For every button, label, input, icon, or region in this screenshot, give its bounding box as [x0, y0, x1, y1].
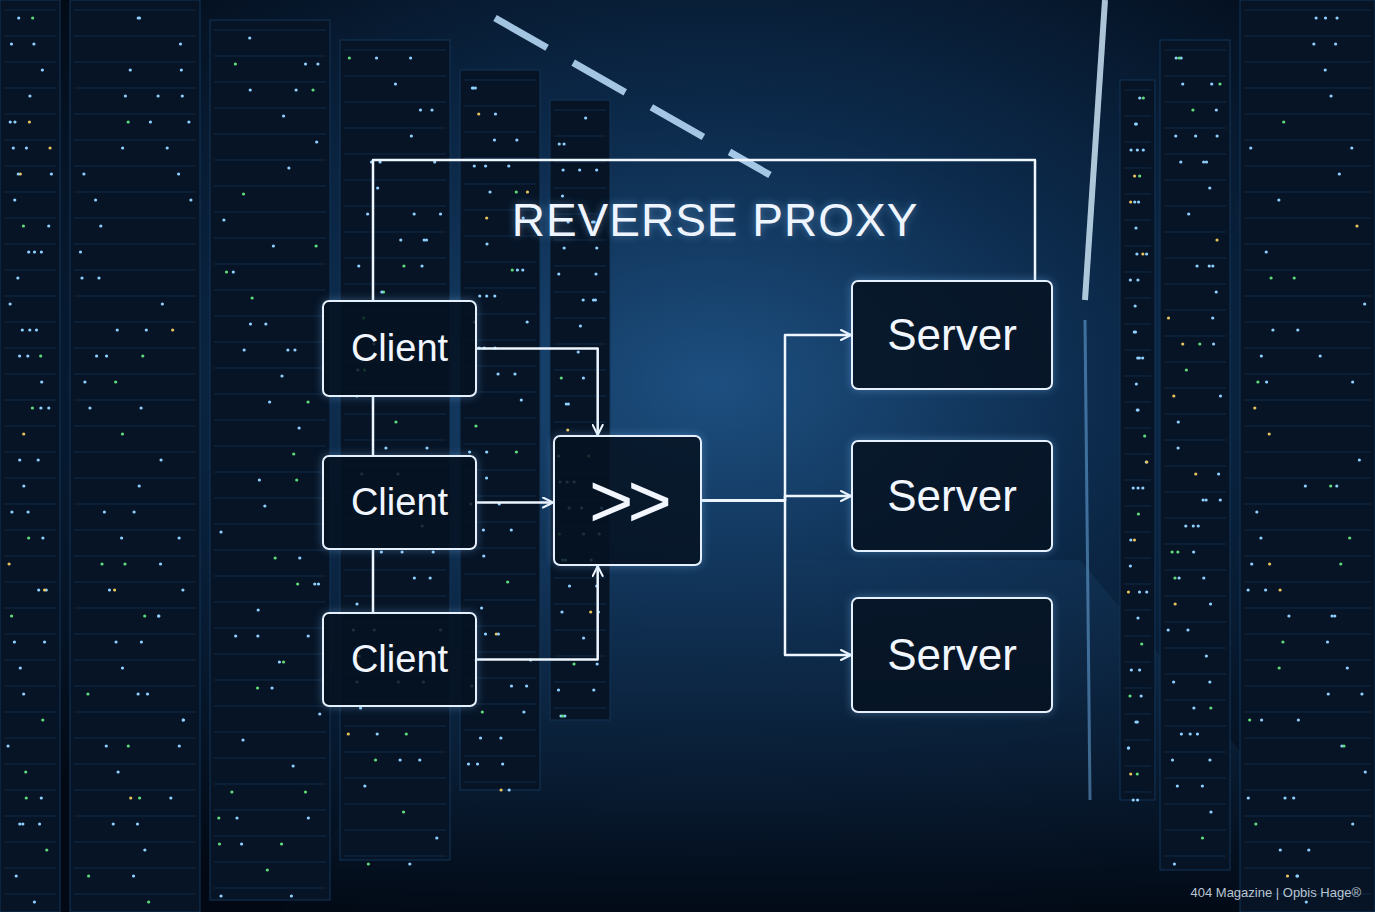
- flow-arrow: [477, 566, 598, 660]
- client-box: Client: [322, 612, 477, 707]
- diagram-title: REVERSE PROXY: [440, 193, 990, 247]
- proxy-symbol: >>: [589, 459, 666, 543]
- server-box: Server: [851, 280, 1053, 390]
- node-label: Client: [351, 639, 448, 681]
- frame-line: [373, 160, 1035, 300]
- server-box: Server: [851, 597, 1053, 713]
- node-label: Server: [887, 631, 1017, 679]
- node-label: Client: [351, 328, 448, 370]
- server-box: Server: [851, 440, 1053, 552]
- frame-line: [372, 550, 375, 612]
- proxy-box: >>: [553, 435, 702, 566]
- node-label: Server: [887, 311, 1017, 359]
- flow-arrow: [702, 335, 851, 501]
- client-box: Client: [322, 455, 477, 550]
- node-label: Client: [351, 482, 448, 524]
- flow-arrow: [477, 501, 553, 504]
- flow-arrow: [702, 501, 851, 656]
- client-box: Client: [322, 300, 477, 397]
- frame-line: [372, 397, 375, 455]
- watermark: 404 Magazine | Opbis Hage®: [1191, 885, 1362, 900]
- node-label: Server: [887, 472, 1017, 520]
- flow-arrow: [477, 349, 598, 436]
